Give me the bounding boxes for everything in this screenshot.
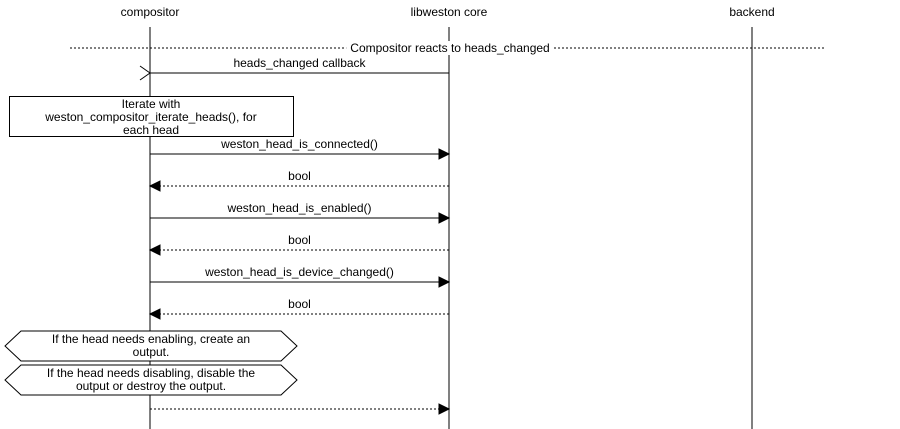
condition-hexagon-1: [4, 364, 298, 396]
message-arrowhead-7: [438, 403, 451, 415]
message-arrowhead-5: [438, 276, 451, 288]
message-label-2: bool: [285, 169, 314, 183]
message-arrowhead-1: [438, 148, 451, 160]
message-arrowhead-2: [148, 180, 161, 192]
arrowhead-stroke-lower: [139, 72, 151, 81]
participant-label-compositor: compositor: [120, 5, 180, 19]
divider-label: Compositor reacts to heads_changed: [346, 41, 554, 55]
arrows-group: [139, 65, 451, 415]
participant-label-libweston: libweston core: [410, 5, 488, 19]
note-shapes-group: [4, 96, 298, 396]
message-arrowhead-6: [148, 308, 161, 320]
arrowhead-stroke-upper: [139, 65, 151, 74]
message-arrowhead-0: [139, 65, 151, 81]
message-label-5: weston_head_is_device_changed(): [202, 265, 397, 279]
message-label-6: bool: [285, 297, 314, 311]
message-label-1: weston_head_is_connected(): [218, 137, 381, 151]
message-label-3: weston_head_is_enabled(): [224, 201, 375, 215]
message-arrowhead-4: [148, 244, 161, 256]
message-label-0: heads_changed callback: [230, 56, 369, 70]
lifelines-group: [149, 27, 753, 429]
message-arrowhead-3: [438, 212, 451, 224]
message-label-4: bool: [285, 233, 314, 247]
participant-label-backend: backend: [729, 5, 775, 19]
note-box: [9, 96, 294, 137]
condition-hexagon-0: [4, 330, 298, 362]
